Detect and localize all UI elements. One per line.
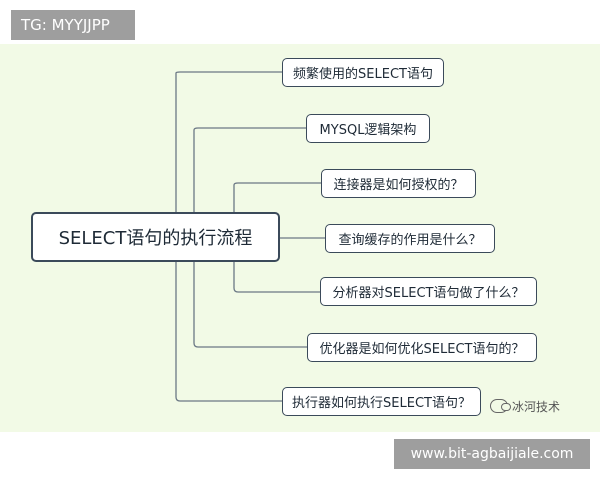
connector-5: [233, 262, 320, 293]
corner-tag: TG: MYYJJPP: [11, 10, 135, 40]
watermark: 冰河技术: [490, 396, 560, 416]
connector-2: [193, 127, 306, 212]
connector-6: [193, 262, 307, 348]
topic-executor: 执行器如何执行SELECT语句？: [282, 387, 481, 416]
connector-1: [175, 71, 282, 262]
topic-parser: 分析器对SELECT语句做了什么？: [320, 277, 537, 306]
watermark-text: 冰河技术: [512, 399, 561, 414]
topic-mysql-architecture: MYSQL逻辑架构: [306, 114, 430, 143]
connector-3: [233, 182, 321, 262]
root-topic: SELECT语句的执行流程: [31, 212, 280, 262]
topic-optimizer: 优化器是如何优化SELECT语句的？: [307, 333, 537, 362]
topic-frequent-select: 频繁使用的SELECT语句: [282, 58, 444, 87]
topic-query-cache: 查询缓存的作用是什么？: [325, 224, 495, 253]
footer-url-tag: www.bit-agbaijiale.com: [394, 439, 590, 469]
connector-7: [175, 262, 282, 402]
topic-connector-auth: 连接器是如何授权的？: [321, 169, 476, 198]
wechat-icon: [490, 399, 511, 413]
